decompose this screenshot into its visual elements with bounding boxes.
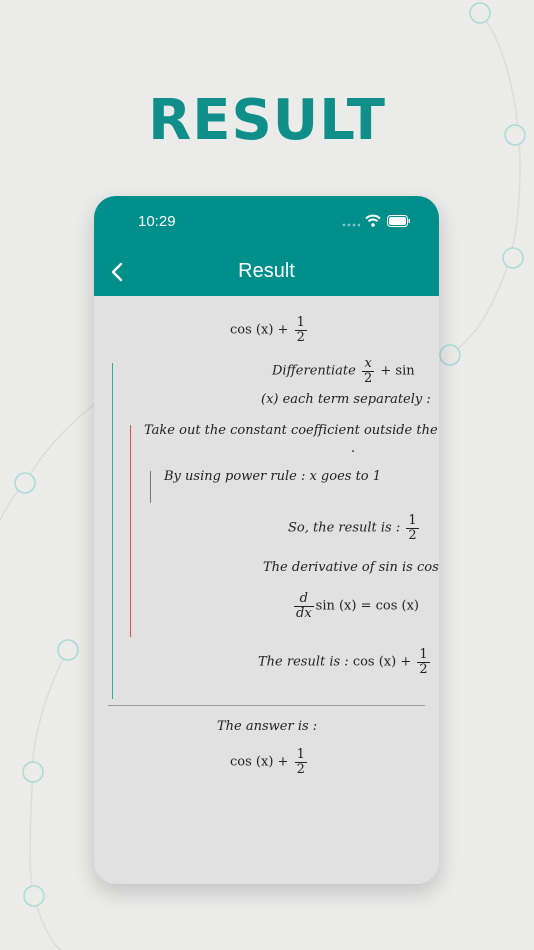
step-differentiate-suffix: + sin <box>380 363 415 379</box>
step-final-result: The result is : cos (x) + 1 2 <box>258 648 432 676</box>
step-constant-dot: . <box>351 441 356 456</box>
fraction-numerator: 1 <box>406 513 419 529</box>
back-chevron-icon[interactable] <box>104 258 132 286</box>
problem-expression: cos (x) + 1 2 <box>230 316 309 344</box>
step-final-expr: cos (x) + <box>352 654 412 670</box>
signal-icon <box>342 223 360 227</box>
step-result-fraction: 1 2 <box>406 513 419 543</box>
status-time: 10:29 <box>138 213 176 230</box>
fraction-numerator: 1 <box>417 647 430 663</box>
answer-label: The answer is : <box>217 719 318 734</box>
step-power-rule: By using power rule : x goes to 1 <box>164 469 382 484</box>
outer-step-line <box>112 363 113 699</box>
derivative-operator: d dx <box>294 592 314 620</box>
solution-content: cos (x) + 1 2 Differentiate x 2 + sin (x… <box>94 296 439 884</box>
promo-title: RESULT <box>148 88 386 153</box>
step-derivative-sin: The derivative of sin is cos <box>263 560 439 575</box>
answer-fraction: 1 2 <box>294 747 307 777</box>
answer-expr: cos (x) + <box>230 754 289 770</box>
step-derivative-equation: d dx sin (x) = cos (x) <box>292 592 419 620</box>
fraction-numerator: 1 <box>294 315 307 331</box>
fraction-denominator: 2 <box>363 370 373 386</box>
decor-circle <box>469 2 491 24</box>
step-differentiate: Differentiate x 2 + sin <box>272 357 415 385</box>
step-constant-coefficient: Take out the constant coefficient outsid… <box>144 423 439 438</box>
fraction-numerator: 1 <box>294 747 307 763</box>
fraction-denominator: 2 <box>296 329 305 345</box>
app-bar: 10:29 Result <box>94 196 439 296</box>
divider <box>108 705 425 706</box>
innermost-step-line <box>150 471 151 503</box>
decor-circle <box>57 639 79 661</box>
step-differentiate-line2: (x) each term separately : <box>261 392 431 407</box>
fraction-numerator: x <box>361 357 375 372</box>
fraction-denominator: 2 <box>296 761 305 777</box>
decor-circle <box>22 761 44 783</box>
decor-circle <box>23 885 45 907</box>
decor-circle <box>502 247 524 269</box>
step-final-prefix: The result is : <box>258 654 349 670</box>
decor-circle <box>504 124 526 146</box>
nav-title: Result <box>238 260 295 282</box>
fraction-numerator: d <box>294 592 314 607</box>
decor-circle <box>439 344 461 366</box>
problem-fraction: 1 2 <box>294 315 307 345</box>
step-differentiate-prefix: Differentiate <box>272 363 356 379</box>
problem-lhs: cos (x) + <box>230 322 289 338</box>
step-result-prefix: So, the result is : <box>288 520 401 536</box>
decor-circle <box>14 472 36 494</box>
fraction-denominator: 2 <box>408 527 417 543</box>
derivative-rest: sin (x) = cos (x) <box>315 598 420 614</box>
answer-expression: cos (x) + 1 2 <box>230 748 309 776</box>
step-result-half: So, the result is : 1 2 <box>288 514 421 542</box>
inner-step-line <box>130 425 131 637</box>
wifi-icon <box>365 214 381 227</box>
step-final-fraction: 1 2 <box>417 647 430 677</box>
battery-icon <box>387 215 410 227</box>
fraction-denominator: 2 <box>419 661 428 677</box>
phone-frame: 10:29 Result cos (x) + 1 2 <box>94 196 439 884</box>
step-differentiate-fraction: x 2 <box>361 357 375 386</box>
fraction-denominator: dx <box>296 605 312 621</box>
